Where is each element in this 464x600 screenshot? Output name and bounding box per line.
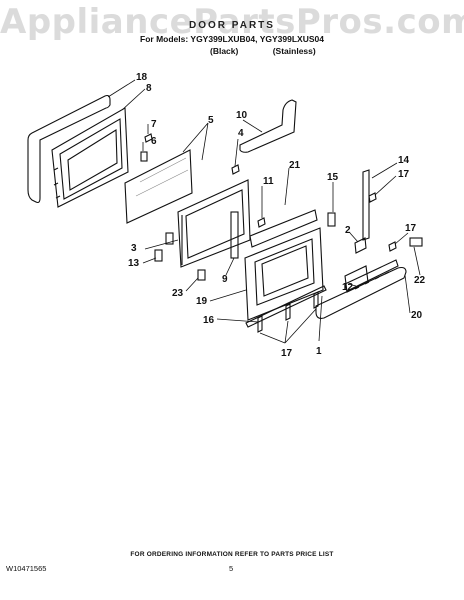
- variant-stainless: (Stainless): [272, 46, 316, 56]
- outer-door-panel-part: [244, 227, 324, 321]
- hinge-part-2: [354, 237, 367, 254]
- clip-part-6: [140, 151, 148, 162]
- page-number: 5: [229, 564, 234, 573]
- callout-15: 15: [327, 172, 339, 183]
- pad-part-15: [327, 212, 336, 227]
- screw-part-16: [257, 315, 263, 333]
- callout-10: 10: [236, 110, 248, 121]
- callout-18: 18: [136, 72, 148, 83]
- document-number: W10471565: [6, 564, 47, 573]
- callout-22: 22: [414, 275, 426, 286]
- callout-7: 7: [151, 119, 157, 130]
- bottom-rail-part: [245, 285, 327, 328]
- callout-8: 8: [146, 83, 152, 94]
- callout-11: 11: [263, 176, 274, 187]
- screw-part-17c: [285, 303, 291, 321]
- plate-part-22: [409, 237, 423, 247]
- pad-part-13: [154, 249, 163, 262]
- screw-part-17b: [388, 241, 397, 252]
- side-trim-part: [362, 169, 370, 241]
- callout-17: 17: [398, 169, 410, 180]
- inner-door-frame-part: [51, 107, 129, 208]
- variant-black: (Black): [210, 46, 239, 56]
- callout-20: 20: [411, 310, 423, 321]
- glass-pack-frame-part: [177, 179, 251, 268]
- screw-part-4: [231, 164, 240, 175]
- callout-9: 9: [222, 274, 228, 285]
- variant-labels: (Black) (Stainless): [210, 46, 348, 56]
- door-handle-part: [239, 99, 297, 153]
- models-line: For Models: YGY399LXUB04, YGY399LXUS04: [140, 34, 324, 44]
- callout-12: 12: [342, 282, 354, 293]
- callout-23: 23: [172, 288, 184, 299]
- screw-part-11: [257, 217, 266, 228]
- label-part-23: [197, 269, 206, 281]
- callout-6: 6: [151, 136, 157, 147]
- callout-3: 3: [131, 243, 137, 254]
- callout-17-c: 17: [281, 348, 293, 359]
- diagram-title: DOOR PARTS: [189, 20, 275, 31]
- screw-part-17d: [313, 291, 319, 309]
- callout-4: 4: [238, 128, 244, 139]
- spacer-part-9: [230, 211, 239, 259]
- callout-2: 2: [345, 225, 351, 236]
- pad-part-3: [165, 232, 174, 245]
- inner-glass-part: [124, 149, 193, 224]
- watermark: AppliancePartsPros.com: [0, 2, 464, 42]
- callout-13: 13: [128, 258, 140, 269]
- callout-1: 1: [316, 346, 322, 357]
- callout-14: 14: [398, 155, 410, 166]
- vent-trim-part: [315, 266, 407, 319]
- callout-5: 5: [208, 115, 214, 126]
- callout-21: 21: [289, 160, 301, 171]
- insulation-part: [249, 209, 318, 248]
- callout-19: 19: [196, 296, 208, 307]
- screw-part-7: [144, 133, 153, 143]
- screw-part-17a: [368, 192, 377, 203]
- callout-17-b: 17: [405, 223, 417, 234]
- door-gasket-part: [27, 94, 111, 204]
- callout-16: 16: [203, 315, 215, 326]
- ordering-note: FOR ORDERING INFORMATION REFER TO PARTS …: [130, 551, 334, 558]
